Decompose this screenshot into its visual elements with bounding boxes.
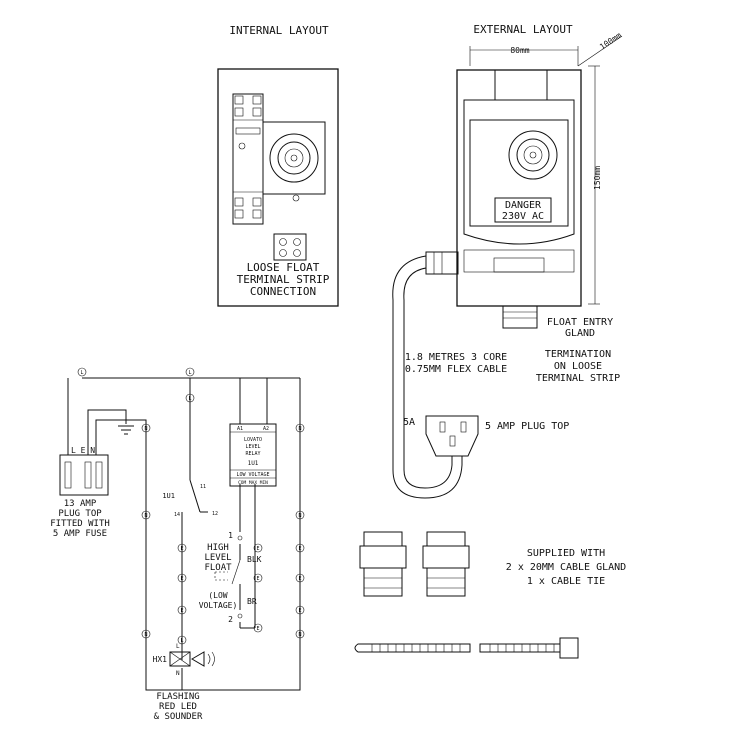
supplied-title: SUPPLIED WITH: [527, 548, 605, 559]
svg-text:E: E: [180, 608, 183, 614]
cable-gland-icon: [359, 531, 407, 597]
svg-text:E: E: [298, 608, 301, 614]
cable-label-line1: 1.8 METRES 3 CORE: [405, 352, 507, 363]
svg-text:L: L: [180, 638, 183, 644]
cable-label-line2: 0.75MM FLEX CABLE: [405, 364, 507, 375]
sounder-live: L: [176, 643, 180, 650]
sounder-label-line3: & SOUNDER: [154, 712, 203, 722]
contact-11: 11: [200, 484, 206, 490]
termination-label-line1: TERMINATION: [545, 349, 611, 360]
svg-text:E: E: [298, 546, 301, 552]
relay-name-line1: LOVATO: [244, 437, 262, 443]
contact-14: 14: [174, 512, 180, 518]
cable-gland-icon: [422, 531, 470, 597]
relay-id: 1U1: [248, 460, 259, 467]
float-label-line3: FLOAT: [204, 563, 232, 573]
svg-text:L: L: [188, 396, 191, 402]
plug-rating: 5A: [403, 417, 415, 428]
float-switch-symbol: [214, 535, 243, 619]
strip-label-line2: TERMINAL STRIP: [237, 273, 330, 286]
svg-text:E: E: [256, 546, 259, 552]
plug-label-line3: FITTED WITH: [50, 519, 110, 529]
float-label-line2: LEVEL: [204, 553, 231, 563]
wire-black: BLK: [247, 555, 262, 564]
relay-a2: A2: [263, 426, 269, 432]
danger-label: DANGER: [505, 200, 542, 211]
contact-ref: 1U1: [162, 492, 175, 500]
plug-label-line1: 13 AMP: [64, 499, 97, 509]
wire-brown: BR: [247, 597, 257, 606]
svg-text:E: E: [180, 576, 183, 582]
svg-text:N: N: [298, 513, 301, 519]
dim-width: 80mm: [510, 46, 529, 55]
supplied-gland: 2 x 20MM CABLE GLAND: [506, 562, 626, 573]
float-terminal-2: 2: [228, 615, 233, 624]
sounder-label-line1: FLASHING: [156, 692, 199, 702]
plug-label-line2: PLUG TOP: [58, 509, 102, 519]
svg-text:E: E: [256, 576, 259, 582]
float-terminal-1: 1: [228, 531, 233, 540]
external-layout-title: EXTERNAL LAYOUT: [473, 23, 573, 36]
svg-text:N: N: [144, 632, 147, 638]
svg-text:N: N: [144, 513, 147, 519]
termination-label-line3: TERMINAL STRIP: [536, 373, 620, 384]
float-voltage-line2: VOLTAGE): [199, 601, 238, 610]
relay-pins: COM MAX MIN: [238, 480, 268, 486]
relay-low-voltage: LOW VOLTAGE: [236, 472, 269, 478]
svg-text:N: N: [298, 426, 301, 432]
gland-label-line2: GLAND: [565, 328, 595, 339]
svg-text:E: E: [256, 626, 259, 632]
float-voltage-line1: (LOW: [208, 591, 227, 600]
gland-label-line1: FLOAT ENTRY: [547, 317, 613, 328]
relay-name-line2: LEVEL: [245, 444, 260, 450]
contact-12: 12: [212, 511, 218, 517]
sounder-label-line2: RED LED: [159, 702, 197, 712]
plug-pin-letters: L E N: [71, 446, 95, 455]
internal-enclosure: [217, 68, 339, 307]
svg-text:L: L: [188, 370, 191, 376]
sounder-symbol: [169, 651, 215, 667]
plug-top: [425, 415, 479, 457]
strip-label-line3: CONNECTION: [250, 285, 316, 298]
plug-top-symbol: [59, 454, 109, 496]
sounder-neutral: N: [176, 670, 180, 677]
relay-a1: A1: [237, 426, 243, 432]
svg-text:E: E: [180, 546, 183, 552]
termination-label-line2: ON LOOSE: [554, 361, 602, 372]
supplied-tie: 1 x CABLE TIE: [527, 576, 605, 587]
svg-text:N: N: [298, 632, 301, 638]
sounder-ref: HX1: [153, 655, 168, 664]
internal-layout-title: INTERNAL LAYOUT: [229, 24, 329, 37]
flex-cable: [392, 255, 463, 499]
relay-name-line3: RELAY: [245, 451, 260, 457]
wire-tag-live: L L L L: [77, 367, 195, 645]
external-enclosure: [425, 35, 623, 329]
wire-tag-neutral: N N N N N N: [141, 423, 305, 639]
schematic-wiring: [67, 377, 301, 691]
dim-height: 150mm: [593, 166, 602, 190]
plug-label-line4: 5 AMP FUSE: [53, 529, 107, 539]
dim-depth: 100mm: [598, 31, 623, 52]
float-label-line1: HIGH: [207, 543, 229, 553]
level-relay-symbol: [229, 423, 277, 487]
wire-tag-earth: E E E E E E E E E: [177, 543, 305, 633]
svg-text:N: N: [144, 426, 147, 432]
voltage-label: 230V AC: [502, 211, 544, 222]
cable-tie-icon: [354, 637, 579, 659]
strip-label-line1: LOOSE FLOAT: [247, 261, 320, 274]
svg-text:L: L: [80, 370, 83, 376]
svg-text:E: E: [298, 576, 301, 582]
plug-top-label: 5 AMP PLUG TOP: [485, 421, 569, 432]
